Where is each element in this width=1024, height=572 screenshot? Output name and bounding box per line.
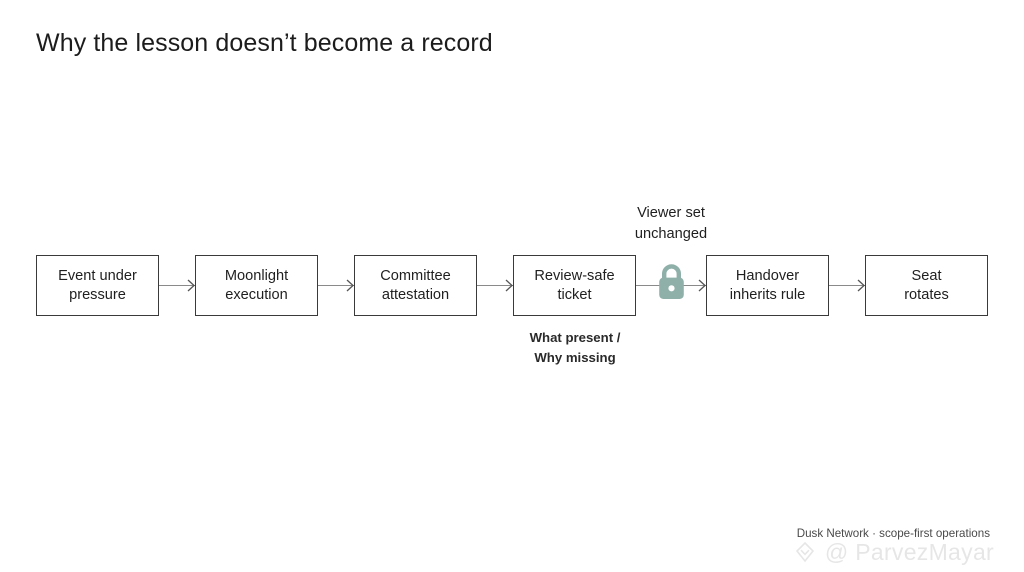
flow-node-label: Event under pressure bbox=[58, 267, 137, 303]
ticket-caption: What present / Why missing bbox=[529, 330, 621, 365]
flow-node-handover-inherits-rule[interactable]: Handover inherits rule bbox=[706, 255, 829, 316]
flow-node-label: Moonlight execution bbox=[224, 267, 289, 303]
arrowhead-4 bbox=[698, 279, 706, 292]
arrowhead-3 bbox=[505, 279, 513, 292]
connector-3 bbox=[477, 285, 513, 287]
flow-node-moonlight-execution[interactable]: Moonlight execution bbox=[195, 255, 318, 316]
flow-node-review-safe-ticket[interactable]: Review-safe ticket bbox=[513, 255, 636, 316]
flow-node-label: Committee attestation bbox=[380, 267, 451, 303]
watermark-handle: @ ParvezMayar bbox=[824, 539, 994, 565]
connector-5 bbox=[829, 285, 865, 287]
page-title: Why the lesson doesn’t become a record bbox=[36, 29, 493, 57]
arrowhead-2 bbox=[346, 279, 354, 292]
flow-node-label: Seat rotates bbox=[904, 267, 949, 303]
connector-2 bbox=[318, 285, 354, 287]
watermark: @ ParvezMayar bbox=[792, 539, 994, 566]
connector-1 bbox=[159, 285, 195, 287]
flow-node-event-under-pressure[interactable]: Event under pressure bbox=[36, 255, 159, 316]
arrowhead-1 bbox=[187, 279, 195, 292]
process-flow-diagram: Event under pressure Moonlight execution… bbox=[36, 255, 988, 317]
flow-node-label: Review-safe ticket bbox=[534, 267, 615, 303]
flow-node-label: Handover inherits rule bbox=[729, 267, 806, 303]
lock-caption: Viewer set unchanged bbox=[634, 205, 708, 242]
flow-node-seat-rotates[interactable]: Seat rotates bbox=[865, 255, 988, 316]
watermark-logo-icon bbox=[792, 540, 818, 566]
arrowhead-5 bbox=[857, 279, 865, 292]
flow-node-committee-attestation[interactable]: Committee attestation bbox=[354, 255, 477, 316]
footer-text: Dusk Network · scope-first operations bbox=[796, 527, 990, 540]
lock-icon bbox=[655, 258, 688, 308]
